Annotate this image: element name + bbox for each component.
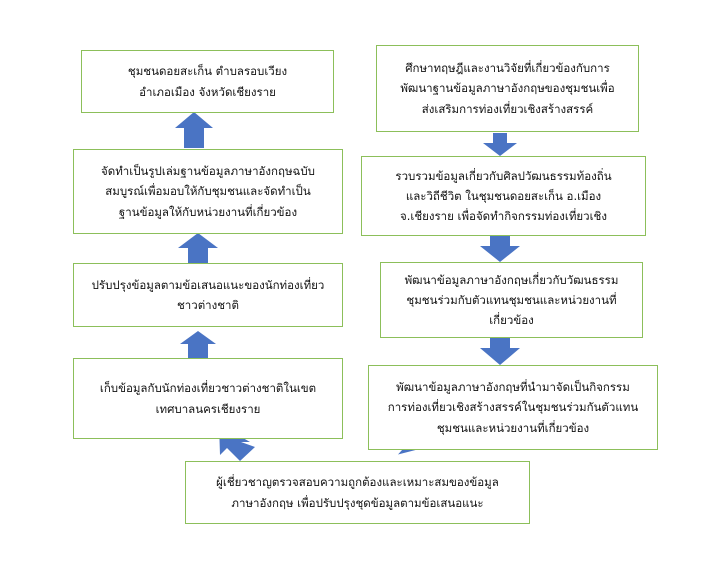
box-line: เทศบาลนครเชียงราย	[155, 401, 261, 416]
arrow-study-to-gather	[483, 133, 517, 156]
box-line: ฐานข้อมูลให้กับหน่วยงานที่เกี่ยวข้อง	[118, 204, 298, 219]
arrow-publish-to-dest	[175, 112, 213, 148]
box-line: ส่งเสริมการท่องเที่ยวเชิงสร้างสรรค์	[421, 101, 594, 116]
box-line: เก็บข้อมูลกับนักท่องเที่ยวชาวต่างชาติในเ…	[99, 381, 317, 396]
box-line: อำเภอเมือง จังหวัดเชียงราย	[139, 84, 276, 99]
box-line: พัฒนาข้อมูลภาษาอังกฤษที่นำมาจัดเป็นกิจกร…	[396, 380, 630, 395]
arrow-gather-to-develop	[480, 236, 520, 262]
box-study-theory: ศึกษาทฤษฎีและงานวิจัยที่เกี่ยวข้องกับการ…	[376, 45, 639, 132]
box-line: การท่องเที่ยวเชิงสร้างสรรค์ในชุมชนร่วมกั…	[387, 400, 639, 415]
box-line: ชุมชนและหน่วยงานที่เกี่ยวข้อง	[436, 420, 590, 435]
arrow-develop-to-activities	[480, 338, 520, 365]
box-develop-english-data: พัฒนาข้อมูลภาษาอังกฤษเกี่ยวกับวัฒนธรรม ช…	[380, 262, 643, 338]
box-gather-culture-data: รวบรวมข้อมูลเกี่ยวกับศิลปวัฒนธรรมท้องถิ่…	[361, 156, 646, 236]
box-destination-community: ชุมชนดอยสะเก็น ตำบลรอบเวียง อำเภอเมือง จ…	[81, 50, 334, 113]
box-line: ชุมชนร่วมกับตัวแทนชุมชนและหน่วยงานที่	[406, 292, 617, 307]
box-publish-database: จัดทำเป็นรูปเล่มฐานข้อมูลภาษาอังกฤษฉบับ …	[73, 149, 343, 234]
box-line: ปรับปรุงข้อมูลตามข้อเสนอแนะของนักท่องเที…	[91, 277, 325, 292]
arrow-improve-to-publish	[178, 233, 218, 263]
box-line: จัดทำเป็นรูปเล่มฐานข้อมูลภาษาอังกฤษฉบับ	[101, 164, 315, 179]
box-expert-review: ผู้เชี่ยวชาญตรวจสอบความถูกต้องและเหมาะสม…	[185, 461, 530, 524]
box-line: สมบูรณ์เพื่อมอบให้กับชุมชนและจัดทำเป็น	[105, 184, 311, 199]
box-creative-tourism-activities: พัฒนาข้อมูลภาษาอังกฤษที่นำมาจัดเป็นกิจกร…	[368, 365, 658, 450]
box-line: ชุมชนดอยสะเก็น ตำบลรอบเวียง	[127, 64, 288, 79]
box-improve-data: ปรับปรุงข้อมูลตามข้อเสนอแนะของนักท่องเที…	[73, 263, 343, 327]
box-line: รวบรวมข้อมูลเกี่ยวกับศิลปวัฒนธรรมท้องถิ่…	[395, 168, 612, 183]
box-collect-tourist-data: เก็บข้อมูลกับนักท่องเที่ยวชาวต่างชาติในเ…	[73, 358, 343, 439]
arrow-collect-to-improve	[180, 331, 216, 358]
box-line: เกี่ยวข้อง	[489, 313, 534, 328]
box-line: ชาวต่างชาติ	[176, 298, 239, 312]
box-line: พัฒนาข้อมูลภาษาอังกฤษเกี่ยวกับวัฒนธรรม	[404, 272, 619, 287]
box-line: และวิถีชีวิต ในชุมชนดอยสะเก็น อ.เมือง	[405, 188, 602, 203]
box-line: จ.เชียงราย เพื่อจัดทำกิจกรรมท่องเที่ยวเช…	[400, 209, 607, 224]
box-line: ศึกษาทฤษฎีและงานวิจัยที่เกี่ยวข้องกับการ	[405, 61, 610, 76]
box-line: ภาษาอังกฤษ เพื่อปรับปรุงชุดข้อมูลตามข้อเ…	[231, 495, 484, 510]
box-line: ผู้เชี่ยวชาญตรวจสอบความถูกต้องและเหมาะสม…	[216, 475, 499, 490]
box-line: พัฒนาฐานข้อมูลภาษาอังกฤษของชุมชนเพื่อ	[400, 81, 615, 96]
